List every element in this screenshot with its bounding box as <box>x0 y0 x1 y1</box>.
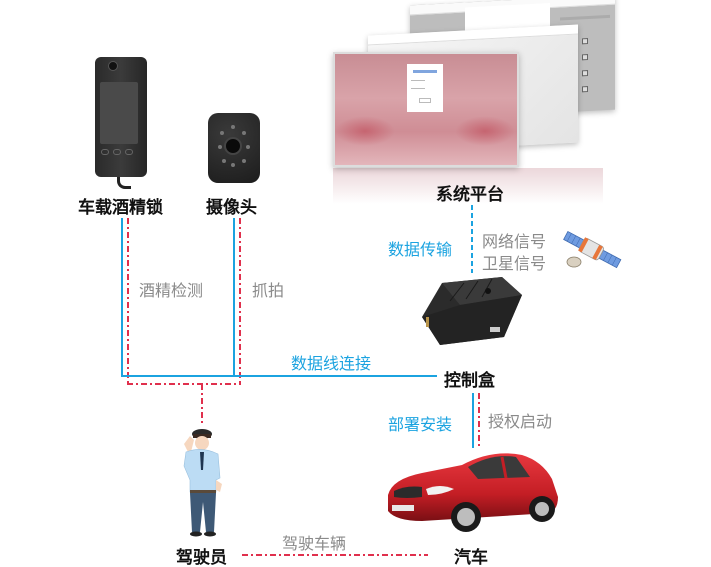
drive-vehicle-line <box>242 554 428 556</box>
driver-drop-line <box>201 384 203 426</box>
car-label: 汽车 <box>454 548 488 567</box>
deploy-install-label: 部署安装 <box>388 415 453 434</box>
breathalyzer-data-line <box>121 218 123 376</box>
camera-label: 摄像头 <box>206 198 257 218</box>
control-box-icon <box>422 277 522 345</box>
network-signal-label: 网络信号 <box>482 232 547 251</box>
data-line-label: 数据线连接 <box>291 354 372 373</box>
breathalyzer-label: 车载酒精锁 <box>78 198 163 218</box>
drive-vehicle-label: 驾驶车辆 <box>282 534 347 553</box>
breathalyzer-driver-line <box>127 218 129 384</box>
driver-merge-line <box>127 383 241 385</box>
camera-icon <box>208 113 260 183</box>
alcohol-detection-label: 酒精检测 <box>139 281 204 300</box>
control-box-label: 控制盒 <box>444 371 495 391</box>
data-transfer-line <box>471 205 473 273</box>
auth-start-line <box>478 393 480 448</box>
data-bus-line <box>121 375 437 377</box>
satellite-signal-label: 卫星信号 <box>482 254 547 273</box>
screen-reflection <box>333 168 603 204</box>
car-icon <box>388 453 558 532</box>
platform-label: 系统平台 <box>436 185 504 205</box>
deploy-install-line <box>472 393 474 448</box>
platform-screen-login <box>333 52 519 167</box>
capture-label: 抓拍 <box>252 281 285 300</box>
breathalyzer-cable <box>117 177 131 189</box>
camera-data-line <box>233 218 235 376</box>
driver-icon <box>183 429 222 537</box>
camera-driver-line <box>239 218 241 384</box>
login-card <box>407 64 443 112</box>
breathalyzer-icon <box>95 57 147 177</box>
satellite-icon <box>563 230 622 269</box>
driver-label: 驾驶员 <box>176 548 227 567</box>
data-transfer-label: 数据传输 <box>388 240 453 259</box>
auth-start-label: 授权启动 <box>488 412 553 431</box>
